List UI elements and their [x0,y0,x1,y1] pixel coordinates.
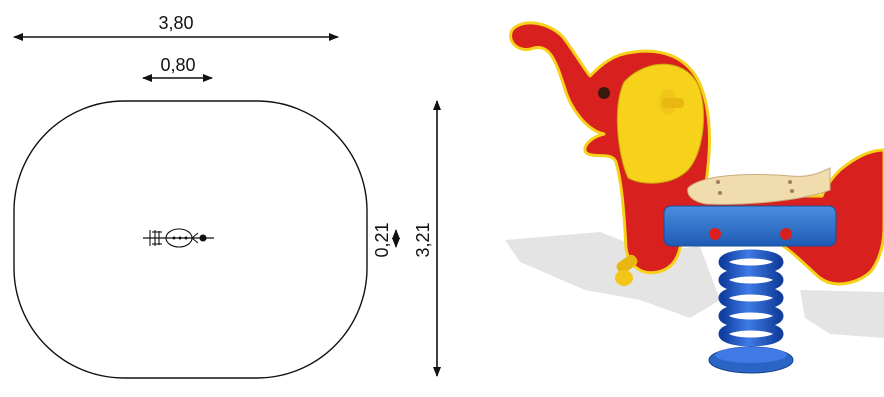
elephant-spring-rider-icon [505,21,884,374]
spring-rider-plan-symbol [143,228,214,248]
front-handle [659,89,684,115]
floor-shadow-rear [800,290,884,338]
safety-zone-outline [13,100,368,379]
foot-peg [615,254,638,286]
elephant-ear [616,63,705,184]
right-bolt-cap [780,228,792,240]
length-dimension-label: 3,21 [413,222,433,257]
seat-width-dimension-label: 0,80 [160,55,195,75]
elephant-eye [598,87,610,99]
blue-crossbar [663,205,837,247]
coil-spring [718,249,784,347]
plan-view: 3,80 0,80 0,21 3,21 [13,13,441,379]
seat-height-dimension-label: 0,21 [372,222,392,257]
width-dimension-label: 3,80 [158,13,193,33]
left-bolt-cap [709,228,721,240]
wooden-seat [687,167,831,205]
